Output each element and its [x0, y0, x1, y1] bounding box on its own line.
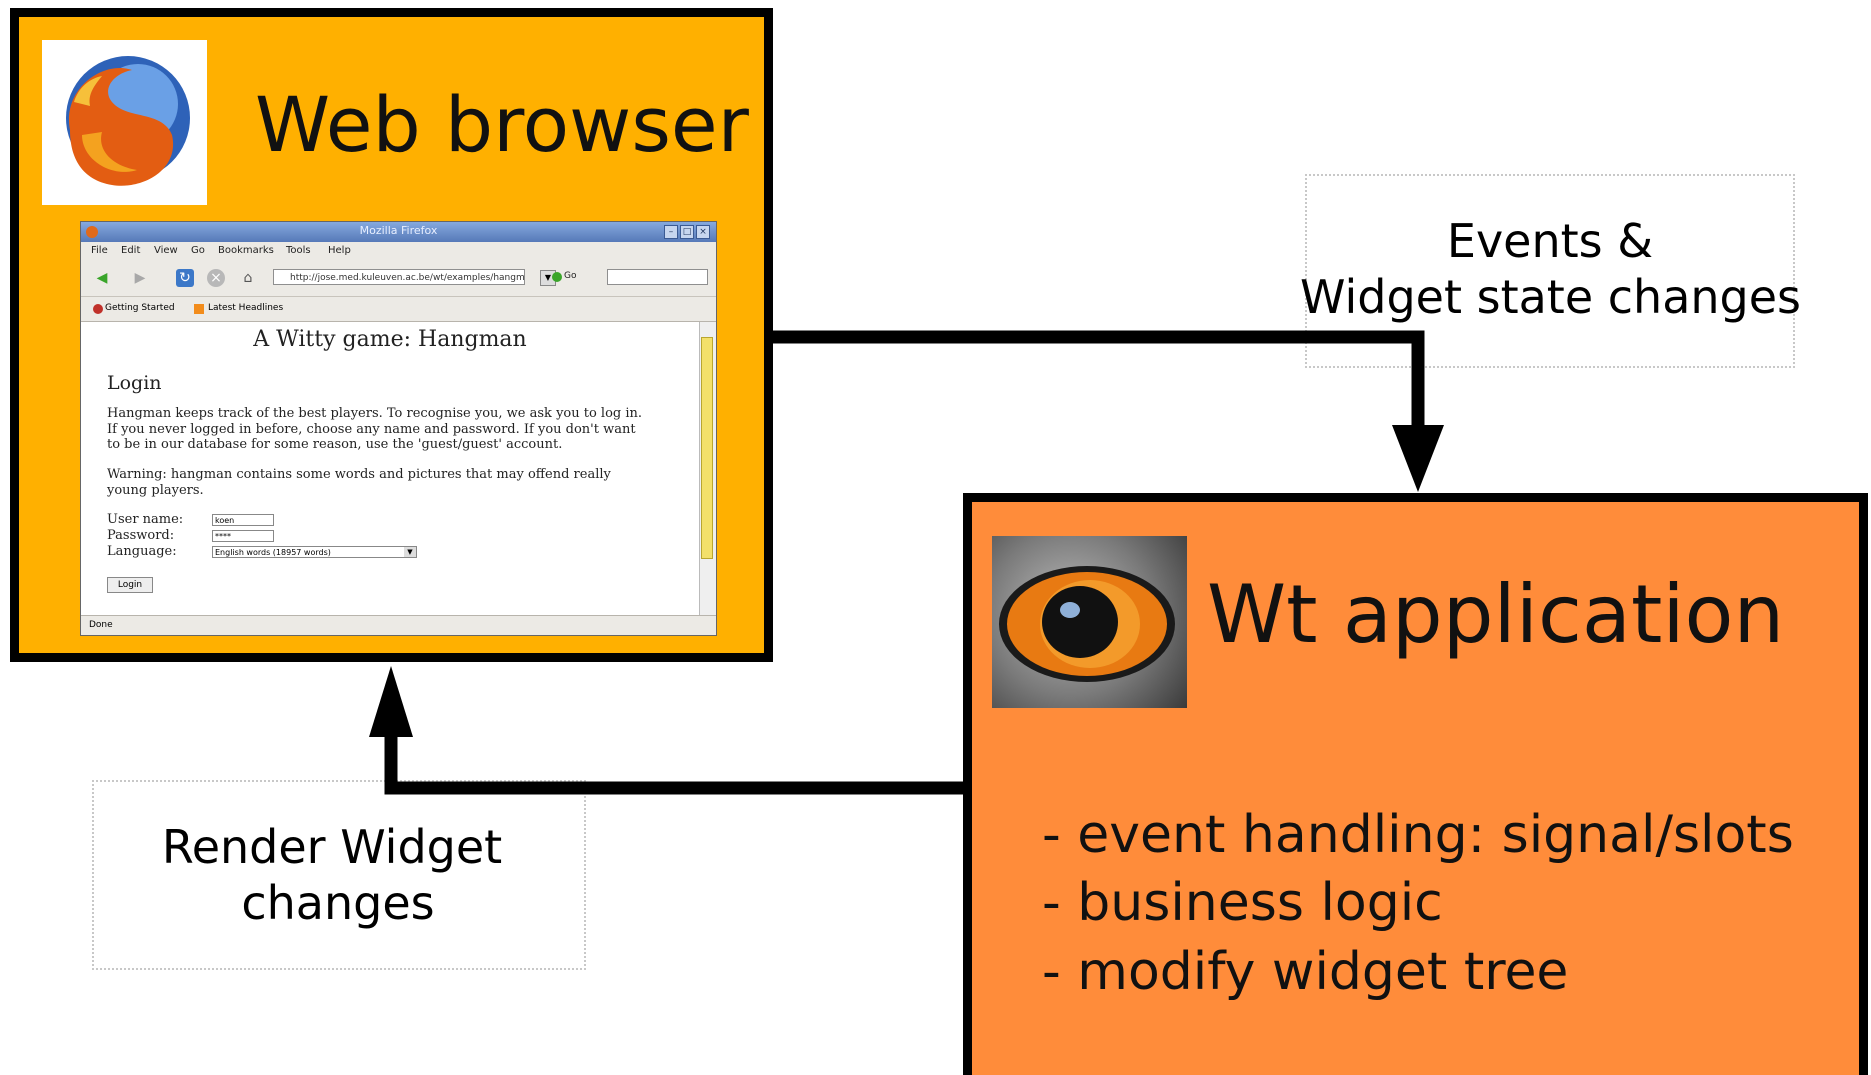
status-bar: Done [81, 615, 716, 635]
home-icon[interactable]: ⌂ [243, 270, 253, 286]
render-label-line1: Render Widget [161, 820, 503, 874]
password-label: Password: [107, 528, 175, 543]
intro-line: Hangman keeps track of the best players.… [107, 406, 643, 421]
menu-view[interactable]: View [154, 245, 178, 256]
rss-icon [194, 304, 204, 314]
wt-bullet-item: - modify widget tree [1042, 942, 1569, 1002]
menu-bookmarks[interactable]: Bookmarks [218, 245, 274, 256]
search-field[interactable] [607, 269, 708, 285]
language-select[interactable]: English words (18957 words) [212, 546, 417, 558]
minimize-icon[interactable]: – [664, 225, 678, 239]
render-arrowhead [369, 666, 413, 737]
maximize-icon[interactable]: □ [680, 225, 694, 239]
reload-icon[interactable]: ↻ [176, 269, 194, 287]
web-browser-title: Web browser [255, 80, 749, 169]
firefox-window-title: Mozilla Firefox [359, 224, 438, 237]
firefox-logo-icon [42, 40, 207, 205]
menu-help[interactable]: Help [328, 245, 351, 256]
firefox-menubar: File Edit View Go Bookmarks Tools Help [81, 242, 716, 260]
firefox-screenshot: Mozilla Firefox – □ × File Edit View Go … [80, 221, 717, 636]
scrollbar-thumb[interactable] [701, 337, 713, 559]
intro-line: to be in our database for some reason, u… [107, 437, 563, 452]
menu-tools[interactable]: Tools [286, 245, 311, 256]
render-arrow-line [384, 730, 963, 795]
wt-bullet-item: - business logic [1042, 873, 1443, 933]
firefox-small-icon [86, 226, 98, 238]
firefox-navbar: ◀ ▶ ↻ × ⌂ http://jose.med.kuleuven.ac.be… [81, 260, 716, 297]
stop-icon[interactable]: × [207, 269, 225, 287]
render-label-line2: changes [241, 876, 435, 930]
language-label: Language: [107, 544, 177, 559]
user-name-label: User name: [107, 512, 184, 527]
bookmark-latest-headlines[interactable]: Latest Headlines [208, 303, 284, 313]
menu-go[interactable]: Go [191, 245, 205, 256]
wt-application-title: Wt application [1207, 568, 1785, 661]
language-dropdown-icon[interactable]: ▼ [404, 547, 416, 557]
login-button[interactable]: Login [107, 577, 153, 593]
menu-file[interactable]: File [91, 245, 108, 256]
events-label-line2: Widget state changes [1300, 270, 1802, 324]
events-label-frame [1305, 174, 1795, 368]
password-input[interactable]: **** [212, 530, 274, 542]
bookmark-icon [93, 304, 103, 314]
menu-edit[interactable]: Edit [121, 245, 141, 256]
firefox-titlebar: Mozilla Firefox – □ × [81, 222, 716, 242]
events-label-line1: Events & [1446, 214, 1654, 268]
back-icon[interactable]: ◀ [96, 270, 108, 286]
warning-line: young players. [107, 483, 204, 498]
url-field[interactable]: http://jose.med.kuleuven.ac.be/wt/exampl… [273, 269, 525, 285]
go-icon[interactable] [552, 272, 562, 282]
bookmark-getting-started[interactable]: Getting Started [105, 303, 175, 313]
section-heading: Login [107, 372, 162, 394]
status-text: Done [89, 620, 113, 630]
page-heading: A Witty game: Hangman [253, 327, 527, 352]
go-button[interactable]: Go [564, 271, 577, 281]
events-arrow-line [773, 330, 1425, 430]
bookmarks-toolbar: Getting Started Latest Headlines [81, 297, 716, 322]
intro-line: If you never logged in before, choose an… [107, 422, 636, 437]
eye-photo-icon [992, 536, 1187, 708]
close-icon[interactable]: × [696, 225, 710, 239]
render-label-frame [92, 780, 586, 970]
wt-bullet-item: - event handling: signal/slots [1042, 805, 1794, 865]
events-arrowhead [1392, 425, 1444, 492]
page-content: A Witty game: Hangman Login Hangman keep… [81, 322, 699, 615]
forward-icon[interactable]: ▶ [134, 270, 146, 286]
user-name-input[interactable]: koen [212, 514, 274, 526]
warning-line: Warning: hangman contains some words and… [107, 467, 611, 482]
